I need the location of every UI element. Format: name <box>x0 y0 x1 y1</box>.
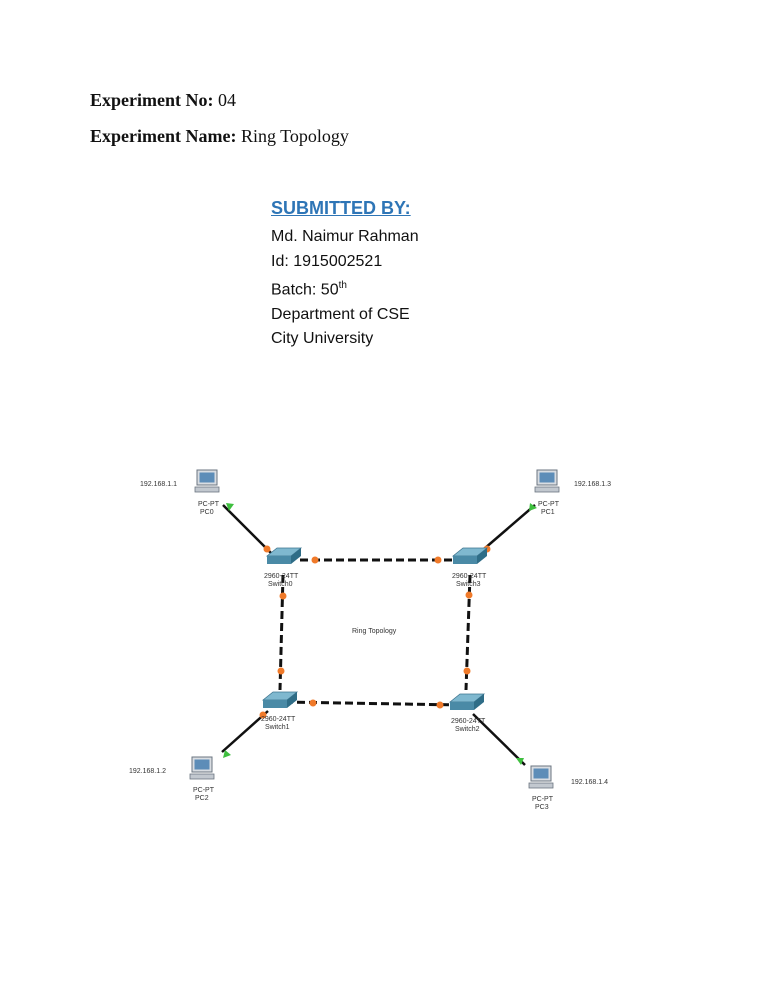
port-triangle <box>223 750 231 758</box>
port-dot <box>311 556 319 564</box>
pc-icon <box>534 469 560 493</box>
switch3-name: Switch3 <box>456 581 481 588</box>
switch0-name: Switch0 <box>268 581 293 588</box>
experiment-name-label: Experiment Name: <box>90 126 237 146</box>
pc1-type: PC-PT <box>538 501 560 508</box>
link-pc3-switch2 <box>472 713 526 766</box>
pc-icon <box>194 469 220 493</box>
switch1-name: Switch1 <box>265 724 290 731</box>
pc0-name: PC0 <box>200 509 214 516</box>
experiment-number-label: Experiment No: <box>90 90 214 110</box>
diagram-center-label: Ring Topology <box>352 628 397 635</box>
switch-icon <box>265 547 303 564</box>
student-name: Md. Naimur Rahman <box>271 228 419 245</box>
pc3-ip: 192.168.1.4 <box>571 779 608 786</box>
switch-icon <box>448 693 486 710</box>
switch-icon <box>261 691 299 708</box>
port-dot <box>279 592 287 600</box>
switch2-name: Switch2 <box>455 726 480 733</box>
submitted-by-title: SUBMITTED BY: <box>271 198 411 218</box>
experiment-number-line: Experiment No: 04 <box>90 90 236 111</box>
pc3-type: PC-PT <box>532 796 554 803</box>
switch1-model: 2960-24TT <box>261 716 296 723</box>
pc2-name: PC2 <box>195 795 209 802</box>
pc2-ip: 192.168.1.2 <box>129 768 166 775</box>
port-dot <box>259 711 267 719</box>
port-dot <box>263 545 271 553</box>
student-department: Department of CSE <box>271 305 410 323</box>
submitted-by-block: SUBMITTED BY: Md. Naimur Rahman Id: 1915… <box>271 198 419 352</box>
link-pc2-switch1 <box>221 710 269 753</box>
batch-text: Batch: 50 <box>271 281 339 299</box>
port-dot <box>309 699 317 707</box>
switch3-model: 2960-24TT <box>452 573 487 580</box>
pc0-type: PC-PT <box>198 501 220 508</box>
pc-icon <box>189 756 215 780</box>
pc1-name: PC1 <box>541 509 555 516</box>
switch2-model: 2960-24TT <box>451 718 486 725</box>
port-dot <box>465 591 473 599</box>
port-triangle <box>529 503 537 511</box>
port-triangle <box>516 758 524 765</box>
pc2-type: PC-PT <box>193 787 215 794</box>
student-id: Id: 1915002521 <box>271 252 383 270</box>
student-university: City University <box>271 330 374 348</box>
experiment-name-value: Ring Topology <box>240 126 349 146</box>
pc1-ip: 192.168.1.3 <box>574 481 611 488</box>
pc3-name: PC3 <box>535 804 549 811</box>
experiment-name-line: Experiment Name: Ring Topology <box>90 126 349 147</box>
experiment-number-value: 04 <box>217 90 236 110</box>
pc-icon <box>528 765 554 789</box>
switch0-model: 2960-24TT <box>264 573 299 580</box>
port-dot <box>434 556 442 564</box>
batch-suffix: th <box>338 280 347 291</box>
pc0-ip: 192.168.1.1 <box>140 481 177 488</box>
port-dot <box>436 701 444 709</box>
port-triangle <box>226 503 234 511</box>
student-batch: Batch: 50th <box>271 274 419 303</box>
switch-icon <box>451 547 489 564</box>
port-dot <box>463 667 471 675</box>
port-dot <box>277 667 285 675</box>
